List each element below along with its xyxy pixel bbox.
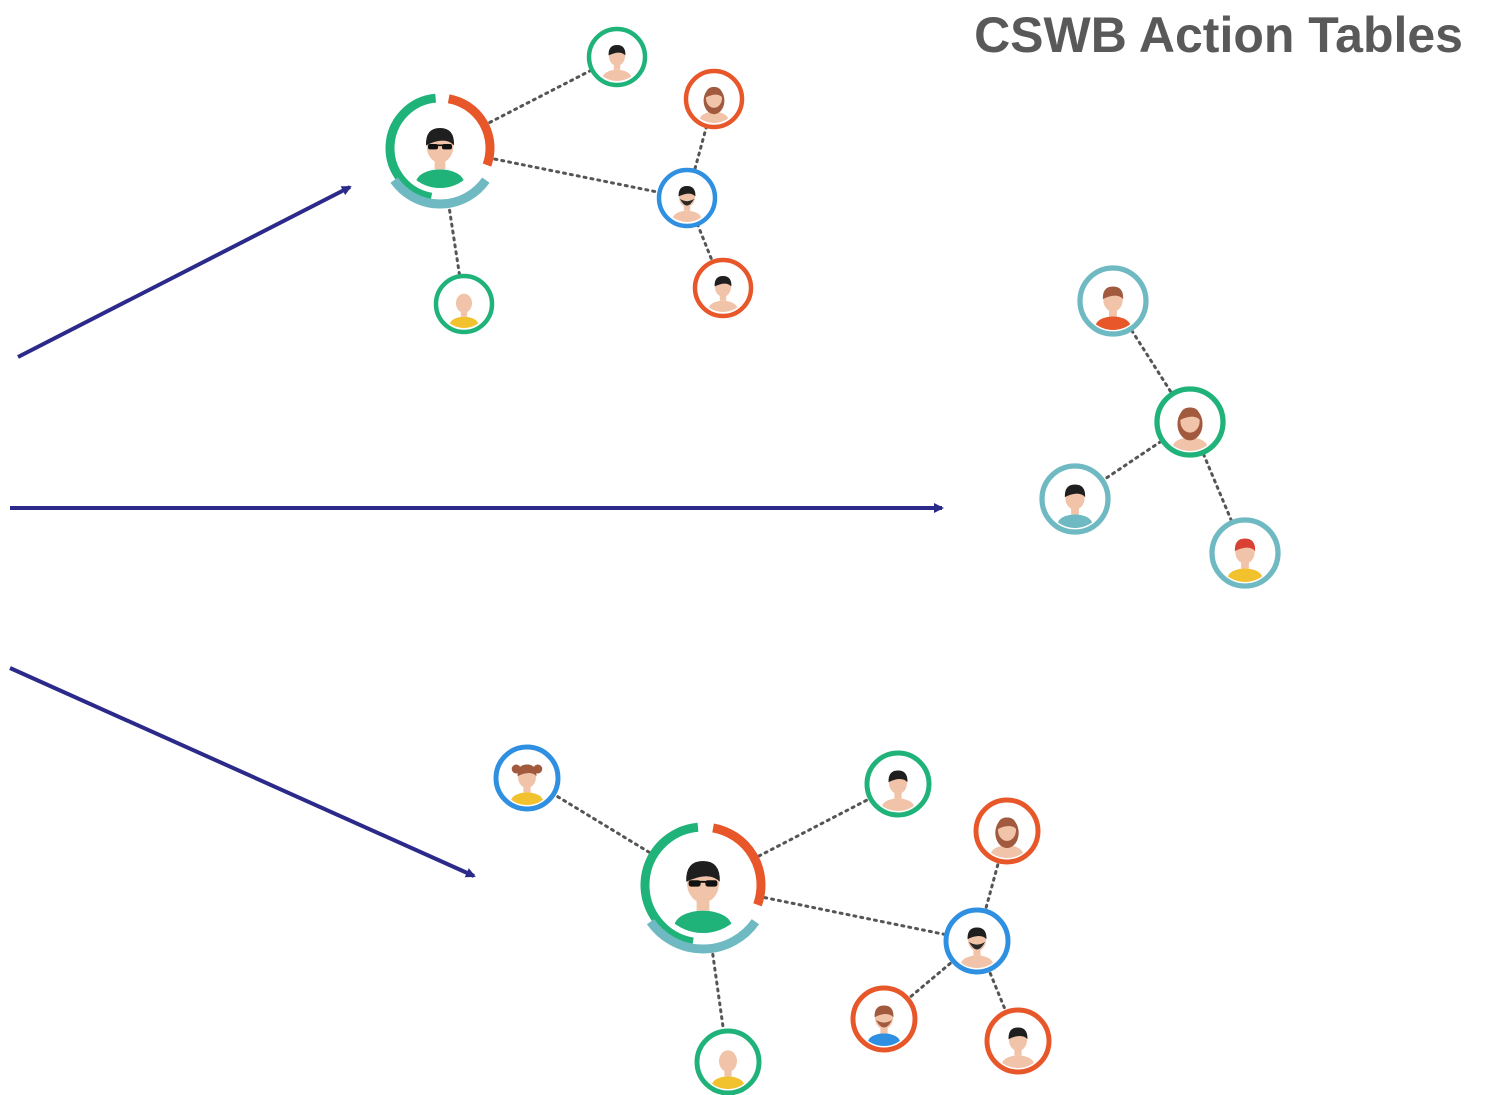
hair: [1234, 538, 1256, 552]
person-icon: [850, 985, 918, 1053]
connection-line: [701, 883, 979, 943]
hair: [608, 45, 626, 56]
person-icon: [1209, 517, 1281, 589]
connection-line: [438, 55, 619, 150]
shirt: [1057, 514, 1093, 528]
person-icon: [493, 744, 561, 812]
shirt: [960, 955, 994, 968]
people-nodes: [385, 26, 1281, 1095]
person-icon: [692, 257, 754, 319]
hub-person-icon: [640, 822, 766, 954]
person-icon: [694, 1028, 762, 1095]
face: [719, 1050, 737, 1072]
hair: [686, 861, 720, 882]
person-icon: [1154, 386, 1226, 458]
hair: [1008, 1027, 1028, 1040]
beard: [679, 198, 695, 206]
hair: [705, 87, 723, 98]
beard: [968, 941, 986, 950]
shirt: [674, 910, 732, 933]
network-right: [1039, 265, 1281, 589]
person-icon: [973, 797, 1041, 865]
ring-segment-green: [385, 93, 437, 202]
shirt: [867, 1033, 901, 1046]
hair: [997, 817, 1017, 830]
hair: [517, 764, 537, 777]
ring-segment-teal: [390, 177, 490, 209]
shirt: [672, 210, 702, 222]
hair: [425, 128, 455, 146]
ring-segment-orange: [712, 823, 766, 907]
ring-segment-orange: [447, 94, 495, 167]
arrow-upper: [17, 185, 352, 359]
person-icon: [943, 907, 1011, 975]
person-icon: [1039, 463, 1111, 535]
arrow-lower: [9, 666, 476, 878]
shirt: [711, 1076, 745, 1089]
connections: [438, 55, 1247, 1064]
ring-segment-teal: [646, 919, 760, 954]
hair: [1064, 484, 1086, 498]
beard: [875, 1019, 893, 1028]
person-icon: [1077, 265, 1149, 337]
shirt: [1172, 437, 1208, 451]
shirt: [1227, 568, 1263, 582]
connection-line: [975, 829, 1009, 943]
arrows: [9, 185, 944, 878]
shirt: [416, 169, 464, 188]
person-icon: [433, 273, 495, 335]
page-title: CSWB Action Tables: [974, 7, 1463, 63]
shirt: [449, 316, 479, 328]
shirt: [602, 69, 632, 81]
ring-segment-green: [640, 822, 699, 947]
person-icon: [683, 68, 745, 130]
hair: [714, 276, 732, 287]
person-icon: [864, 750, 932, 818]
person-icon: [586, 26, 648, 88]
hair: [678, 186, 696, 197]
hair: [1179, 407, 1201, 421]
network-top: [385, 26, 754, 335]
shirt: [708, 300, 738, 312]
hub-person-icon: [385, 93, 495, 209]
shirt: [990, 845, 1024, 858]
shirt: [510, 792, 544, 805]
hair: [874, 1005, 894, 1018]
hair: [888, 770, 908, 783]
shirt: [881, 798, 915, 811]
hair: [1102, 286, 1124, 300]
face: [456, 293, 472, 313]
person-icon: [656, 167, 718, 229]
network-bottom: [493, 744, 1052, 1095]
shirt: [699, 111, 729, 123]
shirt: [1001, 1055, 1035, 1068]
person-icon: [984, 1007, 1052, 1075]
hair: [967, 927, 987, 940]
shirt: [1095, 316, 1131, 330]
